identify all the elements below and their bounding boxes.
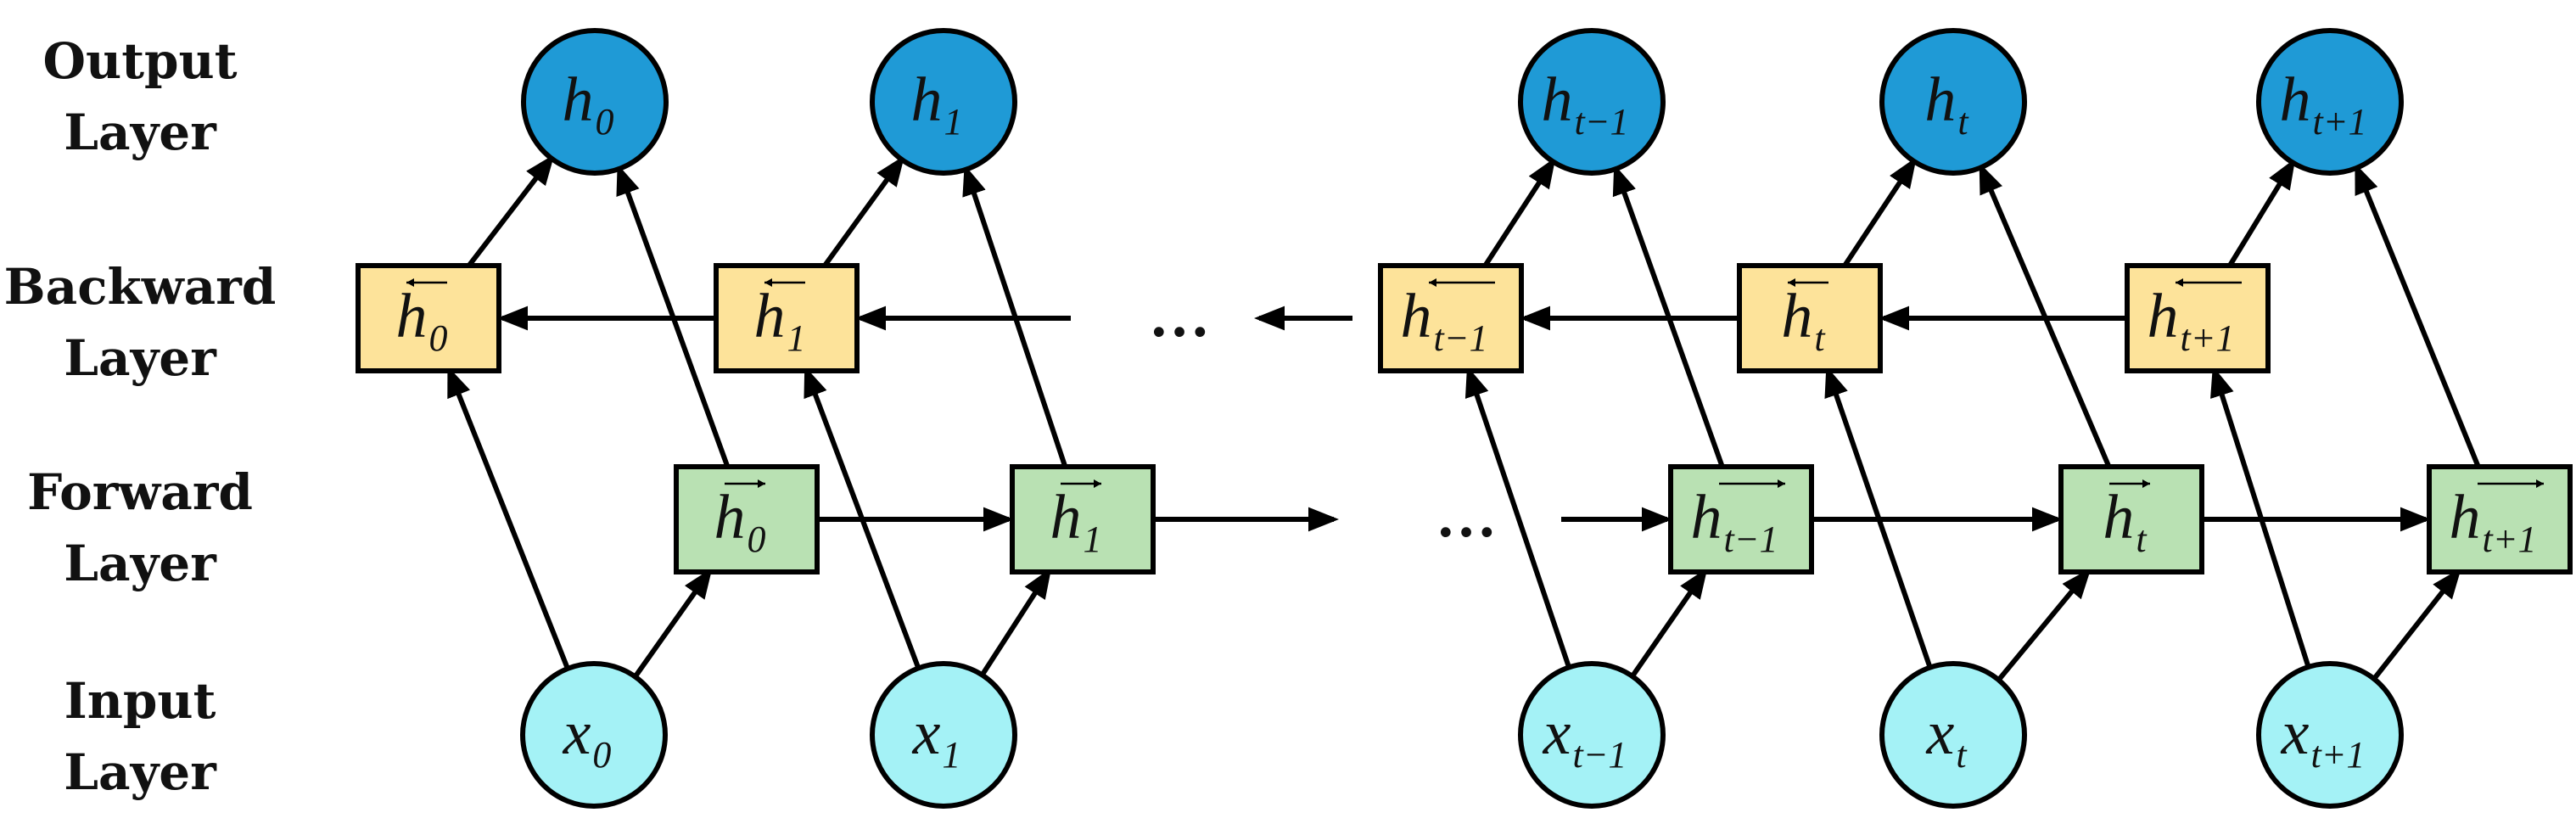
forward-state-label: h1 <box>1050 479 1102 560</box>
input-to-backward-arrow <box>804 366 921 670</box>
input-node <box>1879 661 2027 809</box>
output-node <box>2256 28 2404 176</box>
input-to-backward-arrow <box>1824 366 1933 669</box>
svg-text:xt: xt <box>1925 698 1968 776</box>
svg-text:h1: h1 <box>1050 483 1102 560</box>
input-layer-label-line2: Layer <box>64 743 217 801</box>
svg-text:xt+1: xt+1 <box>2281 698 2366 776</box>
input-to-forward-arrow <box>633 568 713 679</box>
output-layer-label-line1: Output <box>43 32 238 90</box>
input-node-label: xt−1 <box>1543 698 1627 776</box>
backward-state-label: h0 <box>396 278 448 359</box>
backward-state-box <box>2125 263 2271 373</box>
connections <box>446 154 2481 682</box>
svg-text:h1: h1 <box>911 65 963 143</box>
backward-to-output-arrow <box>822 155 905 267</box>
input-node <box>520 661 668 809</box>
input-to-forward-arrow <box>1996 568 2092 682</box>
backward-layer-label-line1: Backward <box>4 258 277 316</box>
output-node-label: h1 <box>911 65 963 143</box>
svg-text:ht+1: ht+1 <box>2450 483 2537 560</box>
backward-to-output-arrow <box>2227 158 2296 267</box>
input-node <box>1518 661 1666 809</box>
layer-labels: Output Layer Backward Layer Forward Laye… <box>4 32 277 801</box>
input-to-backward-arrow <box>446 366 570 670</box>
svg-text:h0: h0 <box>714 483 766 560</box>
forward-state-label: ht−1 <box>1691 479 1785 560</box>
backward-state-label: ht+1 <box>2148 278 2242 359</box>
input-node <box>870 661 1017 809</box>
output-layer-label-line2: Layer <box>64 104 217 161</box>
forward-to-output-arrow <box>2354 163 2481 468</box>
backward-state-label: ht <box>1781 278 1828 359</box>
svg-text:x1: x1 <box>912 698 961 776</box>
input-to-forward-arrow <box>1630 568 1708 678</box>
forward-to-output-arrow <box>1979 162 2112 468</box>
svg-text:ht+1: ht+1 <box>2280 65 2367 143</box>
backward-to-output-arrow <box>467 154 555 267</box>
input-to-backward-arrow <box>2210 366 2311 668</box>
output-node-label: h0 <box>563 65 614 143</box>
input-to-backward-arrow <box>1464 366 1571 669</box>
svg-text:h0: h0 <box>396 282 448 359</box>
forward-to-output-arrow <box>1612 164 1725 468</box>
input-node <box>2256 661 2404 809</box>
forward-state-label: ht+1 <box>2450 479 2544 560</box>
svg-text:ht−1: ht−1 <box>1401 282 1488 359</box>
input-node-label: x1 <box>912 698 961 776</box>
forward-ellipsis: … <box>1436 482 1497 550</box>
backward-to-output-arrow <box>1842 157 1917 267</box>
backward-layer-label-line2: Layer <box>64 329 217 387</box>
svg-text:h0: h0 <box>563 65 614 143</box>
output-node-label: ht <box>1924 65 1969 143</box>
output-node-label: ht−1 <box>1542 65 1629 143</box>
svg-text:x0: x0 <box>563 698 612 776</box>
svg-text:ht+1: ht+1 <box>2148 282 2235 359</box>
svg-text:ht−1: ht−1 <box>1691 483 1778 560</box>
forward-to-output-arrow <box>962 164 1068 468</box>
input-layer-label-line1: Input <box>64 672 216 730</box>
output-node <box>521 28 669 176</box>
backward-state-label: ht−1 <box>1401 278 1495 359</box>
svg-text:ht: ht <box>2103 483 2148 560</box>
backward-to-output-arrow <box>1482 157 1556 267</box>
forward-state-label: h0 <box>714 479 766 560</box>
output-node <box>1518 28 1666 176</box>
svg-text:ht−1: ht−1 <box>1542 65 1629 143</box>
svg-text:xt−1: xt−1 <box>1543 698 1627 776</box>
forward-layer-label-line1: Forward <box>27 463 253 521</box>
output-node <box>1879 28 2027 176</box>
input-to-forward-arrow <box>980 567 1052 677</box>
svg-text:ht: ht <box>1781 282 1826 359</box>
forward-layer-label-line2: Layer <box>64 535 217 592</box>
svg-text:ht: ht <box>1924 65 1969 143</box>
svg-text:h1: h1 <box>754 282 806 359</box>
input-to-forward-arrow <box>2372 568 2461 681</box>
input-node-label: xt <box>1925 698 1968 776</box>
nodes: h0 h0 h0 x0 h1 h1 h1 x1 ht−1 ht−1 ht−1 xt−1 ht ht ht xt… <box>356 28 2573 809</box>
output-node-label: ht+1 <box>2280 65 2367 143</box>
backward-state-label: h1 <box>754 278 806 359</box>
backward-ellipsis: … <box>1149 282 1210 350</box>
input-node-label: xt+1 <box>2281 698 2366 776</box>
output-node <box>870 28 1017 176</box>
forward-to-output-arrow <box>616 164 731 468</box>
forward-state-label: ht <box>2103 479 2150 560</box>
input-node-label: x0 <box>563 698 612 776</box>
